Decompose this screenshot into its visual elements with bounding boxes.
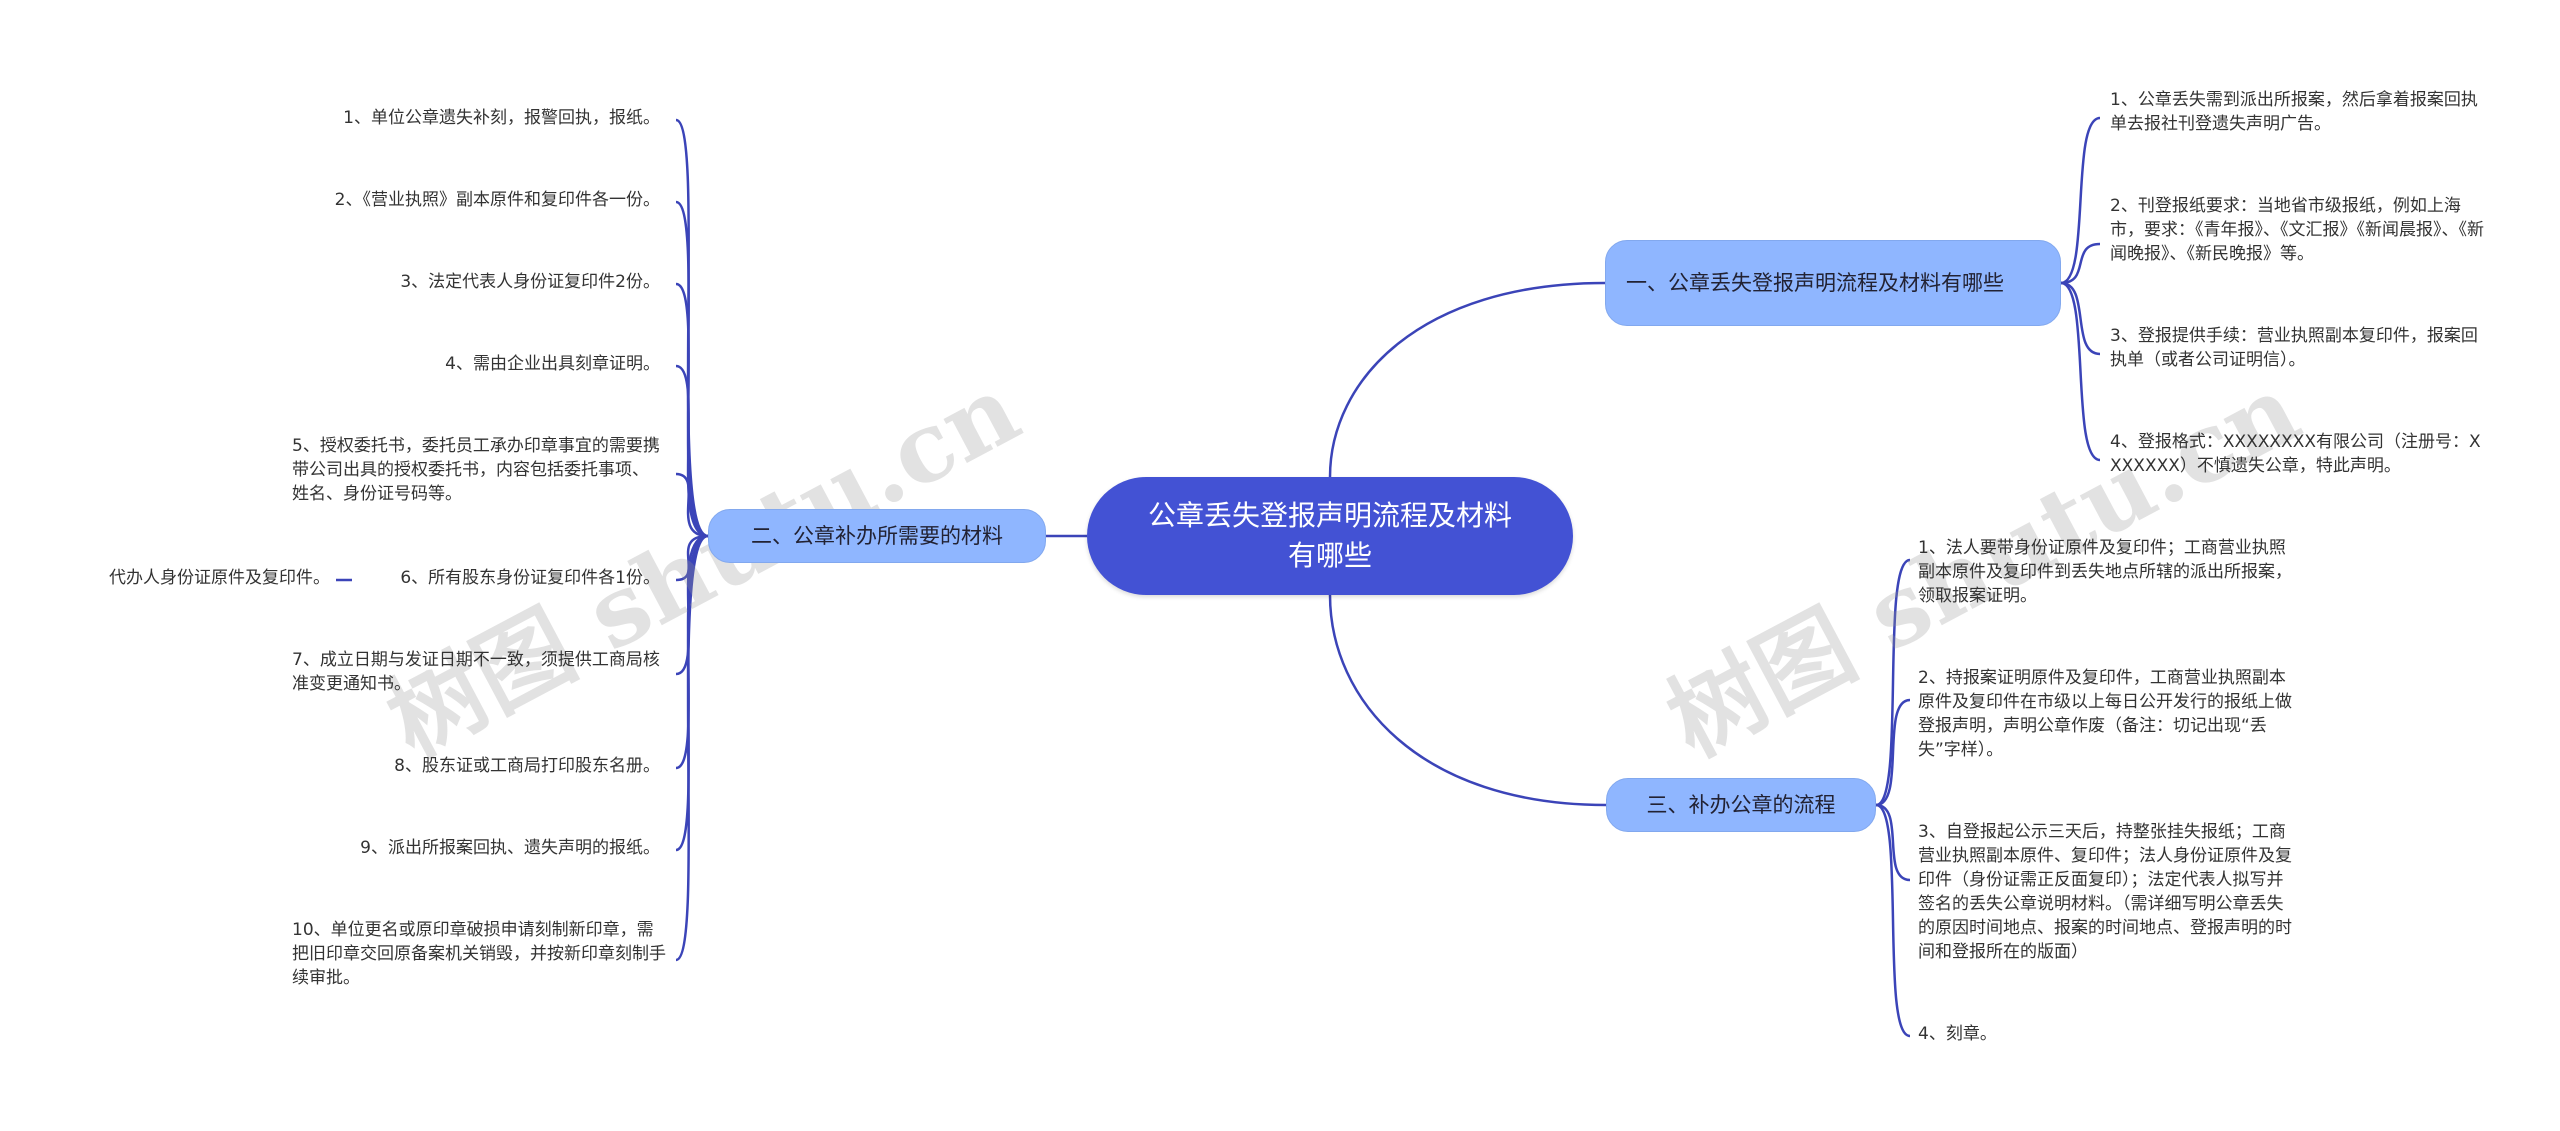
leaf-b1-3[interactable]: 3、登报提供手续：营业执照副本复印件，报案回执单（或者公司证明信）。 — [2110, 326, 2478, 370]
branch-registration-process[interactable]: 一、公章丢失登报声明流程及材料有哪些 — [1605, 240, 2061, 326]
edge-b2-leaf-2 — [675, 200, 709, 538]
leaf-b2-1[interactable]: 1、单位公章遗失补刻，报警回执，报纸。 — [343, 108, 660, 128]
branch-reissue-process[interactable]: 三、补办公章的流程 — [1606, 778, 1876, 832]
leaf-b2-4[interactable]: 4、需由企业出具刻章证明。 — [445, 354, 660, 374]
branch-label: 一、公章丢失登报声明流程及材料有哪些 — [1626, 271, 2004, 295]
leaf-b2-6[interactable]: 6、所有股东身份证复印件各1份。 — [400, 568, 660, 588]
leaf-b3-1[interactable]: 1、法人要带身份证原件及复印件；工商营业执照副本原件及复印件到丢失地点所辖的派出… — [1918, 538, 2292, 606]
edge-b3-leaf-2 — [1875, 698, 1911, 807]
leaf-b2-6-sub[interactable]: 代办人身份证原件及复印件。 — [109, 568, 330, 588]
edge-b1-leaf-3 — [2060, 281, 2101, 356]
edge-b2-leaf-3 — [675, 282, 709, 538]
edge-b1-leaf-4 — [2060, 281, 2101, 462]
leaf-b1-2[interactable]: 2、刊登报纸要求：当地省市级报纸，例如上海市，要求：《青年报》、《文汇报》《新闻… — [2110, 196, 2484, 264]
edge-b2-leaf-4 — [675, 364, 709, 538]
leaf-b2-5[interactable]: 5、授权委托书，委托员工承办印章事宜的需要携带公司出具的授权委托书，内容包括委托… — [292, 436, 660, 504]
edge-b2-leaf-10 — [675, 534, 709, 962]
edge-b3-leaf-3 — [1875, 803, 1911, 882]
edge-b1-leaf-2 — [2060, 242, 2101, 285]
edge-root-b1 — [1328, 281, 1606, 478]
leaf-b1-4[interactable]: 4、登报格式：XXXXXXXX有限公司（注册号：XXXXXXX）不慎遗失公章，特… — [2110, 432, 2481, 476]
edge-root-b3 — [1328, 594, 1607, 807]
edge-b3-leaf-4 — [1875, 803, 1911, 1038]
branch-label: 二、公章补办所需要的材料 — [751, 524, 1003, 548]
branch-required-materials[interactable]: 二、公章补办所需要的材料 — [708, 509, 1046, 563]
edge-b2-leaf-7 — [675, 534, 709, 676]
edge-b2-leaf-9 — [675, 534, 709, 852]
edge-b3-leaf-1 — [1875, 558, 1911, 807]
root-topic-label: 公章丢失登报声明流程及材料有哪些 — [1147, 499, 1512, 572]
edge-b1-leaf-1 — [2060, 116, 2101, 285]
leaf-b2-7[interactable]: 7、成立日期与发证日期不一致，须提供工商局核准变更通知书。 — [292, 650, 660, 694]
leaf-b2-9[interactable]: 9、派出所报案回执、遗失声明的报纸。 — [360, 838, 660, 858]
edge-b2-leaf-6 — [675, 534, 709, 582]
edge-b2-leaf-8 — [675, 534, 709, 770]
branch-label: 三、补办公章的流程 — [1646, 793, 1836, 817]
leaf-b2-3[interactable]: 3、法定代表人身份证复印件2份。 — [400, 272, 660, 292]
leaf-b3-2[interactable]: 2、持报案证明原件及复印件，工商营业执照副本原件及复印件在市级以上每日公开发行的… — [1918, 668, 2292, 760]
root-topic[interactable]: 公章丢失登报声明流程及材料有哪些 — [1087, 477, 1573, 595]
leaf-b3-3[interactable]: 3、自登报起公示三天后，持整张挂失报纸；工商营业执照副本原件、复印件；法人身份证… — [1918, 822, 2292, 962]
edge-b2-leaf-1 — [675, 118, 709, 538]
leaf-b1-1[interactable]: 1、公章丢失需到派出所报案，然后拿着报案回执单去报社刊登遗失声明广告。 — [2110, 90, 2478, 134]
leaf-b3-4[interactable]: 4、刻章。 — [1918, 1024, 1997, 1044]
edge-b2-leaf-5 — [675, 472, 709, 538]
leaf-b2-8[interactable]: 8、股东证或工商局打印股东名册。 — [394, 756, 660, 776]
leaf-b2-10[interactable]: 10、单位更名或原印章破损申请刻制新印章，需把旧印章交回原备案机关销毁，并按新印… — [292, 920, 666, 988]
leaf-b2-2[interactable]: 2、《营业执照》副本原件和复印件各一份。 — [334, 190, 660, 210]
